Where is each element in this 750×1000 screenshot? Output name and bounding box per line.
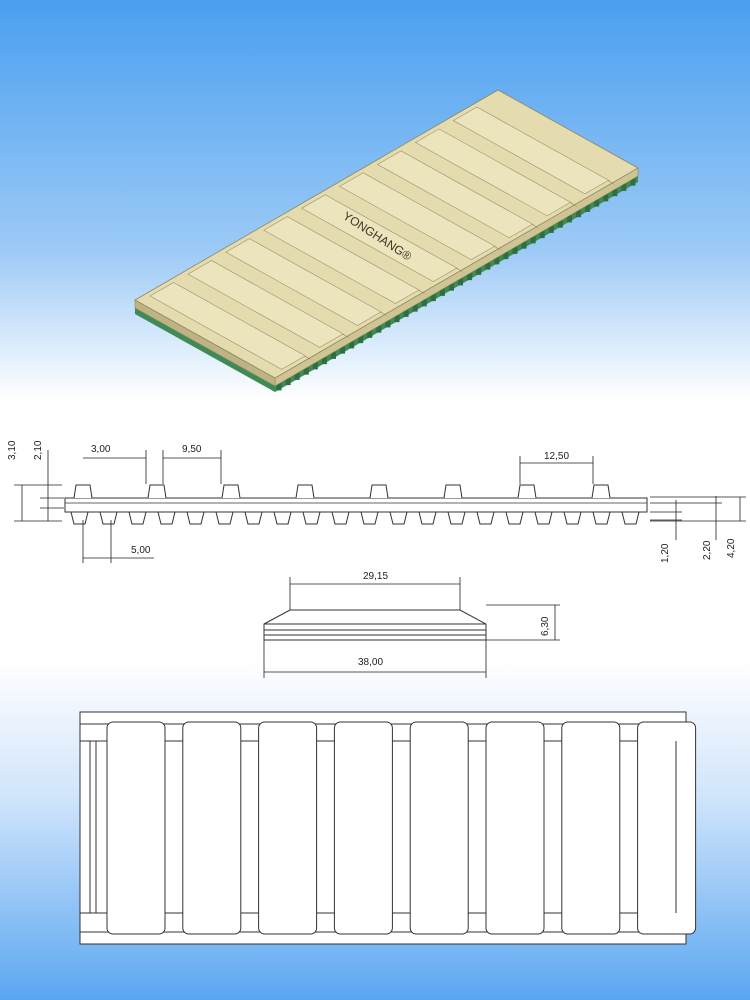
- belt-tooth: [439, 288, 445, 296]
- belt-tooth: [612, 189, 618, 197]
- belt-tooth: [539, 231, 545, 239]
- dimension-cleat-gap: 9,50: [162, 444, 222, 484]
- belt-tooth: [621, 183, 627, 191]
- svg-text:4,20: 4,20: [726, 538, 737, 558]
- belt-tooth: [566, 215, 572, 223]
- profile-cleat: [295, 484, 315, 499]
- belt-tooth: [385, 320, 391, 328]
- profile-body: [64, 497, 648, 513]
- cross-section: [263, 609, 487, 641]
- dimension-cleat-width: 3,00: [83, 444, 147, 484]
- belt-tooth: [594, 199, 600, 207]
- cleat-top: [376, 150, 534, 239]
- svg-text:5,00: 5,00: [131, 545, 151, 556]
- belt-tooth: [285, 378, 291, 386]
- dimension-h2: 2,10: [33, 440, 64, 521]
- svg-text:2,20: 2,20: [702, 540, 713, 560]
- plan-cleat: [333, 721, 393, 935]
- belt-tooth: [276, 383, 282, 391]
- dimension-r2: 2,20: [650, 496, 722, 560]
- belt-tooth: [358, 336, 364, 344]
- plan-cleat: [485, 721, 545, 935]
- belt-tooth: [467, 273, 473, 281]
- profile-cleat: [517, 484, 537, 499]
- belt-tooth: [576, 210, 582, 218]
- svg-text:3,10: 3,10: [7, 440, 18, 460]
- belt-tooth: [394, 315, 400, 323]
- belt-tooth: [349, 341, 355, 349]
- cleat-top: [301, 194, 458, 282]
- profile-cleat: [73, 484, 93, 499]
- plan-cleat: [409, 721, 469, 935]
- cleat-top: [452, 106, 610, 195]
- belt-tooth: [340, 346, 346, 354]
- plan-cleat: [106, 721, 166, 935]
- profile-cleat: [591, 484, 611, 499]
- svg-text:29,15: 29,15: [363, 571, 388, 582]
- svg-text:2,10: 2,10: [33, 440, 44, 460]
- svg-text:1,20: 1,20: [660, 543, 671, 563]
- belt-tooth: [321, 357, 327, 365]
- belt-3d-render: YONGHANG®: [134, 89, 639, 392]
- belt-tooth: [503, 252, 509, 260]
- belt-tooth: [412, 304, 418, 312]
- cleat-top: [263, 216, 420, 304]
- belt-tooth: [630, 178, 636, 186]
- plan-cleat: [182, 721, 242, 935]
- belt-tooth: [448, 283, 454, 291]
- dimension-tooth-pitch: 5,00: [82, 520, 154, 563]
- belt-tooth: [585, 204, 591, 212]
- dimension-top-width: 29,15: [289, 571, 461, 610]
- belt-tooth: [303, 367, 309, 375]
- cleat-top: [414, 128, 572, 217]
- belt-tooth: [521, 241, 527, 249]
- dimension-height: 6,30: [486, 604, 560, 641]
- dimension-cleat-pitch: 12,50: [519, 451, 594, 484]
- belt-tooth: [367, 330, 373, 338]
- belt-tooth: [421, 299, 427, 307]
- plan-cleat: [637, 721, 697, 935]
- profile-cleat: [147, 484, 167, 499]
- belt-tooth: [458, 278, 464, 286]
- svg-text:3,00: 3,00: [91, 444, 111, 455]
- plan-cleat: [258, 721, 318, 935]
- dimension-h1: 3,10: [7, 440, 62, 522]
- belt-tooth: [476, 267, 482, 275]
- svg-text:38,00: 38,00: [358, 657, 383, 668]
- belt-tooth: [330, 351, 336, 359]
- profile-cleat: [221, 484, 241, 499]
- belt-tooth: [430, 294, 436, 302]
- belt-tooth: [530, 236, 536, 244]
- svg-text:9,50: 9,50: [182, 444, 202, 455]
- dimension-bottom-width: 38,00: [263, 640, 487, 678]
- cleat-top: [187, 260, 344, 348]
- plan-cleat: [561, 721, 621, 935]
- belt-tooth: [403, 309, 409, 317]
- cleat-top: [339, 172, 496, 261]
- belt-tooth: [485, 262, 491, 270]
- dimension-r1: 1,20: [650, 500, 682, 563]
- belt-tooth: [312, 362, 318, 370]
- profile-teeth: [65, 511, 647, 525]
- belt-tooth: [512, 246, 518, 254]
- dimension-r3: 4,20: [650, 496, 746, 558]
- plan-view: [79, 711, 697, 945]
- belt-tooth: [494, 257, 500, 265]
- svg-text:6,30: 6,30: [540, 616, 551, 636]
- belt-tooth: [557, 220, 563, 228]
- svg-text:12,50: 12,50: [544, 451, 569, 462]
- belt-tooth: [548, 225, 554, 233]
- belt-tooth: [603, 194, 609, 202]
- cleat-top: [149, 282, 306, 370]
- profile-cleat: [369, 484, 389, 499]
- belt-tooth: [376, 325, 382, 333]
- profile-cleat: [443, 484, 463, 499]
- cleat-top: [225, 238, 382, 326]
- belt-tooth: [294, 372, 300, 380]
